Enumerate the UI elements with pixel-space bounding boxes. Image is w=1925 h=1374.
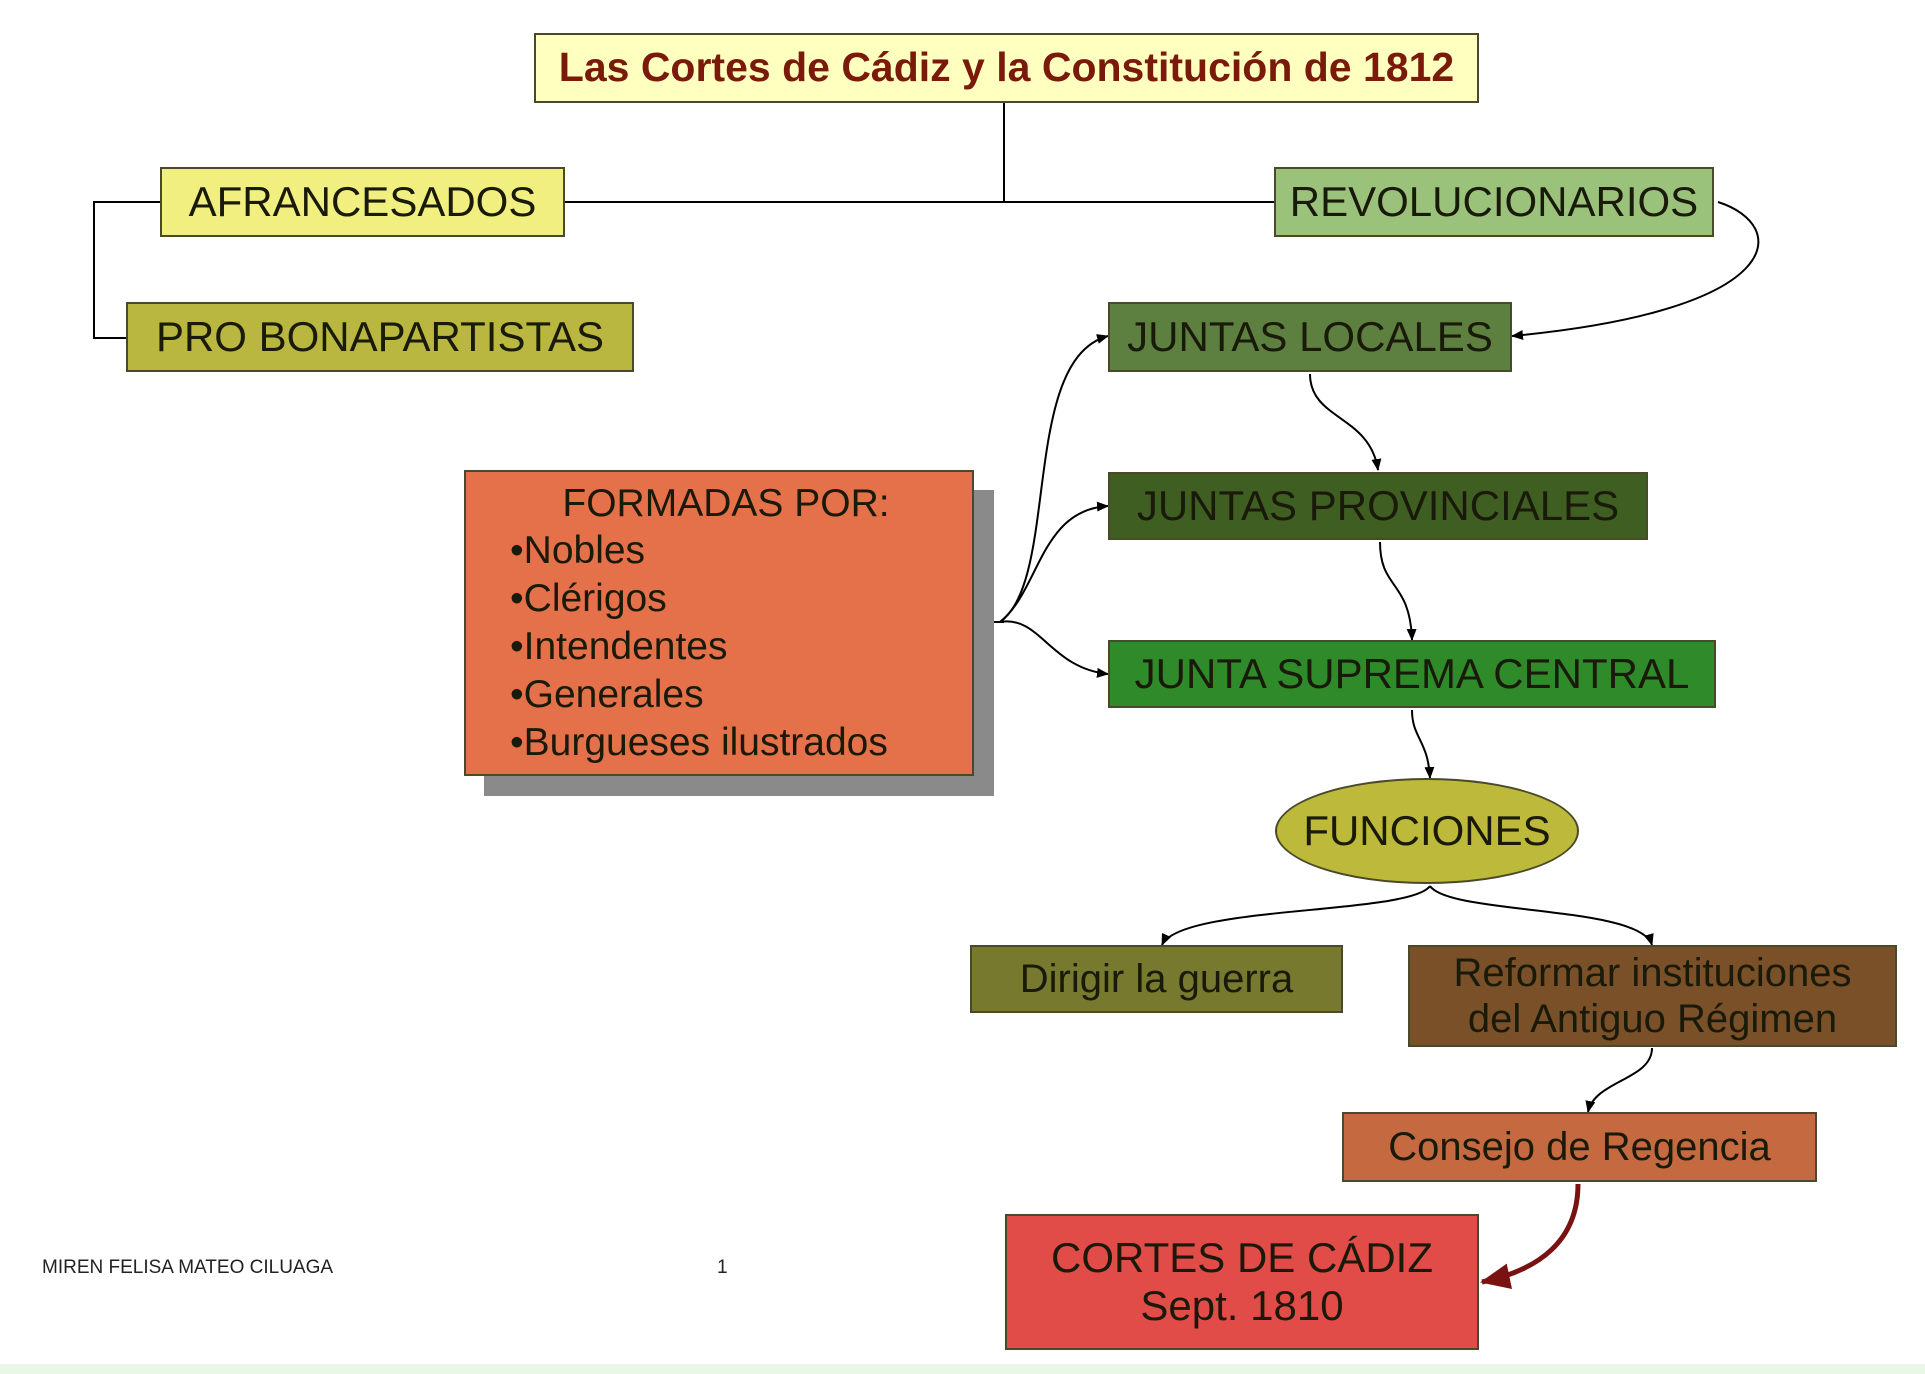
- arrow-funciones-reformar: [1429, 885, 1654, 946]
- arrow-formadas-locales: [999, 334, 1109, 623]
- node-funciones: FUNCIONES: [1275, 778, 1579, 884]
- arrow-reformar-consejo: [1585, 1047, 1653, 1113]
- node-cortes-de-cadiz: CORTES DE CÁDIZ Sept. 1810: [1005, 1214, 1479, 1350]
- arrow-locales-provinciales: [1309, 373, 1382, 471]
- arrow-formadas-provinciales: [999, 501, 1109, 623]
- arrow-provinciales-suprema: [1379, 541, 1417, 641]
- cortes-line-1: CORTES DE CÁDIZ: [1051, 1233, 1433, 1281]
- diagram-title: Las Cortes de Cádiz y la Constitución de…: [534, 33, 1479, 103]
- formadas-heading: FORMADAS POR:: [562, 482, 890, 525]
- node-afrancesados: AFRANCESADOS: [160, 167, 565, 237]
- arrow-consejo-cortes: [1480, 1183, 1581, 1290]
- formadas-item: •Clérigos: [510, 576, 667, 620]
- footer-author: MIREN FELISA MATEO CILUAGA: [42, 1257, 334, 1278]
- node-consejo-de-regencia: Consejo de Regencia: [1342, 1112, 1817, 1182]
- node-juntas-locales: JUNTAS LOCALES: [1108, 302, 1512, 372]
- formadas-item: •Nobles: [510, 528, 646, 572]
- cortes-line-2: Sept. 1810: [1140, 1282, 1344, 1329]
- node-reformar-instituciones: Reformar instituciones del Antiguo Régim…: [1408, 945, 1897, 1047]
- footer-page-number: 1: [717, 1257, 728, 1278]
- node-juntas-provinciales: JUNTAS PROVINCIALES: [1108, 472, 1648, 540]
- line-afrancesados-pro: [93, 201, 160, 339]
- node-junta-suprema-central: JUNTA SUPREMA CENTRAL: [1108, 640, 1716, 708]
- arrow-revolucionarios-locales: [1511, 201, 1760, 340]
- node-pro-bonapartistas: PRO BONAPARTISTAS: [126, 302, 634, 372]
- node-revolucionarios: REVOLUCIONARIOS: [1274, 167, 1714, 237]
- formadas-item: •Intendentes: [510, 624, 728, 668]
- reformar-line-2: del Antiguo Régimen: [1467, 997, 1838, 1041]
- arrow-funciones-dirigir: [1161, 885, 1431, 946]
- reformar-line-1: Reformar instituciones: [1453, 951, 1852, 995]
- formadas-item: •Generales: [510, 672, 704, 716]
- node-dirigir-la-guerra: Dirigir la guerra: [970, 945, 1343, 1013]
- bottom-band: [0, 1364, 1925, 1374]
- formadas-item: •Burgueses ilustrados: [510, 720, 888, 764]
- node-formadas-por: FORMADAS POR: •Nobles •Clérigos •Intende…: [464, 470, 974, 776]
- arrow-suprema-funciones: [1411, 709, 1435, 779]
- arrow-formadas-suprema: [999, 620, 1109, 678]
